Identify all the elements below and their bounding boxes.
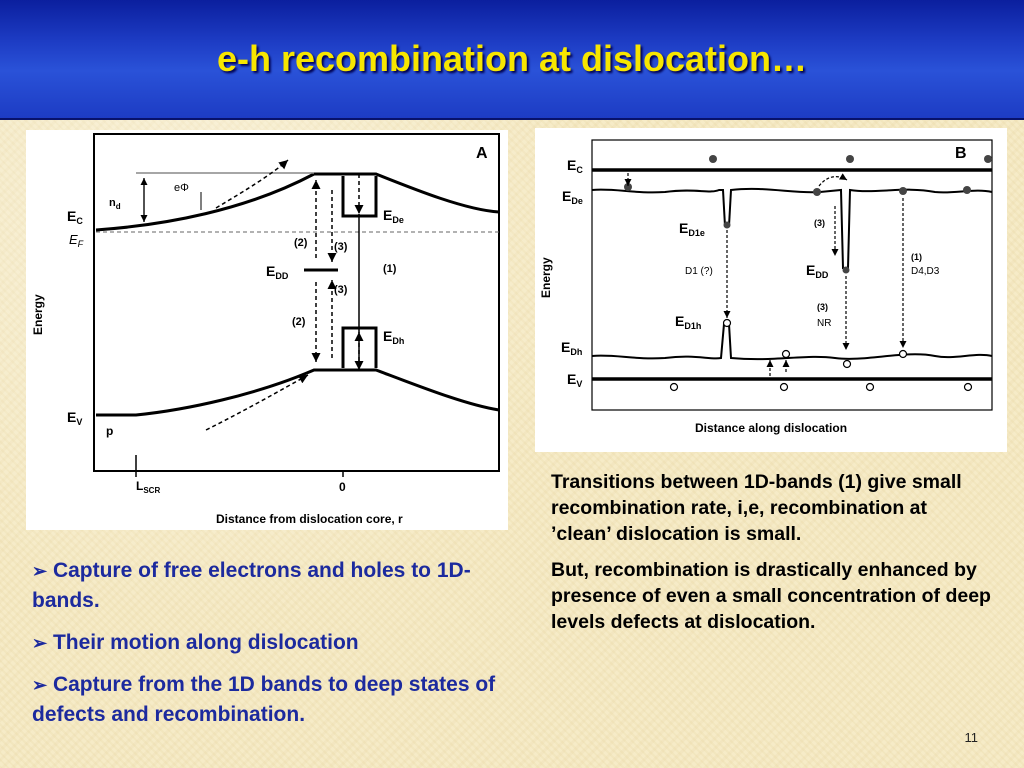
conduction-band-curve (95, 172, 500, 232)
hole-circle (963, 382, 973, 392)
electron-dot (984, 155, 992, 163)
transition-1-label: (1) (383, 263, 397, 275)
figure-a-panel: A nd eΦ EC EF EDe EDD EDh EV p LSCR 0 Di… (26, 130, 508, 530)
bullet-item: ➢ Capture of free electrons and holes to… (32, 559, 471, 612)
bullet-arrow-icon: ➢ (32, 561, 48, 581)
explanation-paragraph: But, recombination is drastically enhanc… (551, 559, 991, 633)
edh-label: EDh (383, 328, 404, 346)
figure-b-diagram: B EC EDe ED1e D1 (?) (3) EDD (1) D4,D3 (… (539, 139, 993, 435)
figure-b-x-axis-label: Distance along dislocation (695, 421, 847, 435)
edh-label: EDh (561, 339, 582, 357)
transition-3b-label: (3) (334, 284, 348, 296)
bullet-arrow-icon: ➢ (32, 633, 48, 653)
electron-dot (846, 155, 854, 163)
page-number: 11 (964, 730, 979, 745)
ed1e-label: ED1e (679, 220, 705, 238)
hole-circle (669, 382, 679, 392)
transition-2a-label: (2) (294, 237, 308, 249)
ephi-label: eΦ (174, 182, 189, 194)
figure-a-frame (93, 133, 500, 472)
electron-dot (963, 186, 971, 194)
lscr-label: LSCR (136, 479, 160, 495)
edd-label: EDD (806, 262, 829, 280)
figure-a-y-axis-label: Energy (31, 294, 45, 335)
bullet-item: ➢ Capture from the 1D bands to deep stat… (32, 673, 496, 726)
electron-dot (842, 266, 850, 274)
d4d3-label: D4,D3 (911, 266, 940, 277)
figure-b-panel: B EC EDe ED1e D1 (?) (3) EDD (1) D4,D3 (… (535, 128, 1007, 452)
hole-circle (842, 359, 852, 369)
ev-label: EV (567, 371, 582, 389)
ed1h-label: ED1h (675, 313, 701, 331)
electron-dot (899, 187, 907, 195)
transition-3-label: (3) (814, 218, 825, 228)
figure-a-diagram: A nd eΦ EC EF EDe EDD EDh EV p LSCR 0 Di… (31, 133, 500, 526)
nr-label: NR (817, 318, 831, 329)
explanation-paragraph: Transitions between 1D-bands (1) give sm… (551, 471, 962, 545)
electron-dot (723, 221, 731, 229)
ede-label: EDe (562, 188, 583, 206)
hole-capture-arrow (205, 374, 309, 431)
figure-b-frame (591, 139, 993, 411)
hole-circle (865, 382, 875, 392)
transition-3a-label: (3) (334, 241, 348, 253)
title-bar: e-h recombination at dislocation… (0, 0, 1024, 120)
ec-label: EC (567, 157, 583, 175)
figure-a-panel-label: A (476, 145, 488, 162)
edd-label: EDD (266, 263, 289, 281)
hole-circle (898, 349, 908, 359)
ede-label: EDe (383, 207, 404, 225)
ef-label: EF (69, 232, 84, 249)
transition-3-nr-label: (3) (817, 302, 828, 312)
valence-band-curve (96, 368, 500, 417)
hole-circle (779, 382, 789, 392)
zero-label: 0 (339, 480, 346, 494)
ev-label: EV (67, 409, 82, 427)
slide-title: e-h recombination at dislocation… (216, 38, 808, 79)
electron-dot (709, 155, 717, 163)
d1-label: D1 (?) (685, 266, 713, 277)
figure-b-panel-label: B (955, 145, 967, 162)
motion-arrow (818, 173, 848, 187)
figure-a-x-axis-label: Distance from dislocation core, r (216, 512, 403, 526)
explanation-text: Transitions between 1D-bands (1) give sm… (551, 469, 991, 645)
edh-band-wavy (591, 323, 993, 361)
nd-label: nd (109, 197, 121, 211)
hole-circle (781, 349, 791, 359)
figure-b-y-axis-label: Energy (539, 257, 553, 298)
bullet-arrow-icon: ➢ (32, 675, 48, 695)
transition-2b-label: (2) (292, 316, 306, 328)
ec-label: EC (67, 208, 83, 226)
electron-escape-arrow (215, 159, 289, 209)
bullet-item: ➢ Their motion along dislocation (32, 631, 359, 654)
hole-circle (722, 318, 732, 328)
bullet-list: ➢ Capture of free electrons and holes to… (32, 556, 502, 742)
ede-band-wavy (591, 187, 993, 269)
p-label: p (106, 424, 113, 438)
transition-1-label: (1) (911, 252, 922, 262)
electron-dot (813, 188, 821, 196)
